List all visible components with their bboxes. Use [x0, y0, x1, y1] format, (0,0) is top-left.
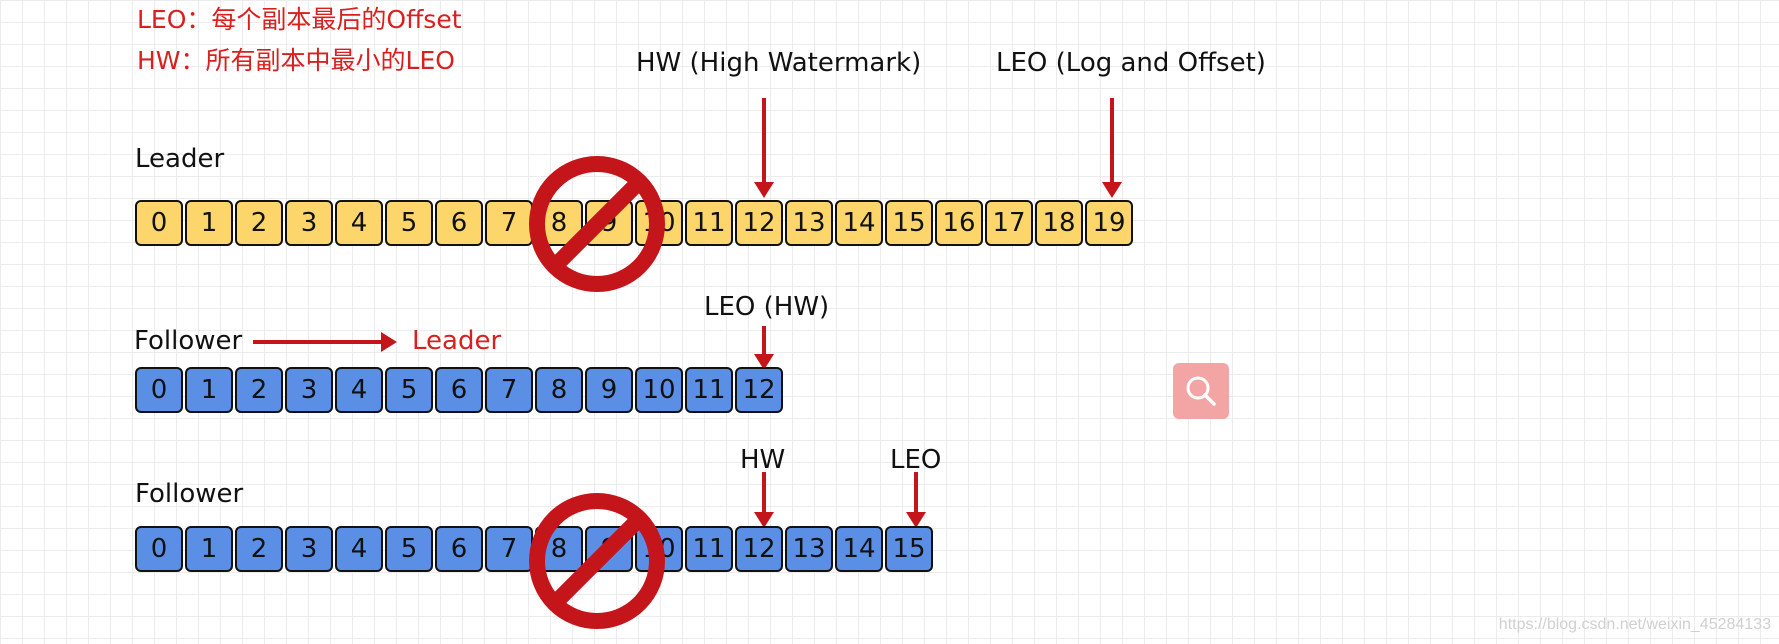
log-offset-cell: 6 [435, 200, 483, 246]
log-offset-cell: 17 [985, 200, 1033, 246]
leo-full-label: LEO (Log and Offset) [996, 48, 1266, 78]
follower-row-label-1: Follower [134, 326, 243, 356]
search-icon [1186, 376, 1216, 406]
log-offset-cell: 1 [185, 200, 233, 246]
log-offset-cell: 6 [435, 526, 483, 572]
log-offset-cell: 0 [135, 526, 183, 572]
log-offset-cell: 13 [785, 200, 833, 246]
log-offset-cell: 3 [285, 526, 333, 572]
log-offset-cell: 7 [485, 367, 533, 413]
log-offset-cell: 5 [385, 526, 433, 572]
log-offset-cell: 19 [1085, 200, 1133, 246]
log-offset-cell: 7 [485, 526, 533, 572]
leader-log-row: 012345678910111213141516171819 [135, 200, 1135, 246]
log-offset-cell: 0 [135, 200, 183, 246]
leo-definition-note: LEO：每个副本最后的Offset [137, 5, 462, 34]
log-offset-cell: 14 [835, 200, 883, 246]
log-offset-cell: 12 [735, 200, 783, 246]
leo-hw-label: LEO (HW) [704, 292, 830, 322]
follower-row-label-2: Follower [135, 479, 244, 509]
leo-short-label: LEO [890, 445, 942, 475]
log-offset-cell: 14 [835, 526, 883, 572]
prohibited-icon [529, 156, 665, 292]
log-offset-cell: 13 [785, 526, 833, 572]
follower-to-leader-arrow [253, 332, 397, 352]
log-offset-cell: 1 [185, 526, 233, 572]
log-offset-cell: 16 [935, 200, 983, 246]
log-offset-cell: 4 [335, 200, 383, 246]
log-offset-cell: 4 [335, 526, 383, 572]
log-offset-cell: 15 [885, 526, 933, 572]
hw-short-label: HW [740, 445, 786, 475]
log-offset-cell: 18 [1035, 200, 1083, 246]
log-offset-cell: 9 [585, 367, 633, 413]
log-offset-cell: 3 [285, 367, 333, 413]
log-offset-cell: 2 [235, 367, 283, 413]
log-offset-cell: 1 [185, 367, 233, 413]
follower-target-label: Leader [412, 326, 502, 356]
leo-hw-arrow [754, 326, 774, 370]
log-offset-cell: 6 [435, 367, 483, 413]
leo-follower2-arrow [906, 472, 926, 528]
leader-row-label: Leader [135, 144, 225, 174]
hw-arrow [754, 98, 774, 198]
hw-full-label: HW (High Watermark) [636, 48, 922, 78]
log-offset-cell: 10 [635, 367, 683, 413]
log-offset-cell: 5 [385, 200, 433, 246]
log-offset-cell: 11 [685, 200, 733, 246]
log-offset-cell: 7 [485, 200, 533, 246]
log-offset-cell: 3 [285, 200, 333, 246]
log-offset-cell: 8 [535, 367, 583, 413]
log-offset-cell: 11 [685, 367, 733, 413]
prohibited-icon [529, 493, 665, 629]
hw-follower2-arrow [754, 472, 774, 528]
watermark: https://blog.csdn.net/weixin_45284133 [1498, 616, 1771, 633]
log-offset-cell: 0 [135, 367, 183, 413]
leo-arrow [1102, 98, 1122, 198]
log-offset-cell: 12 [735, 526, 783, 572]
search-button[interactable] [1173, 363, 1229, 419]
follower2-log-row: 0123456789101112131415 [135, 526, 935, 572]
log-offset-cell: 11 [685, 526, 733, 572]
log-offset-cell: 2 [235, 526, 283, 572]
log-offset-cell: 4 [335, 367, 383, 413]
log-offset-cell: 2 [235, 200, 283, 246]
log-offset-cell: 15 [885, 200, 933, 246]
log-offset-cell: 5 [385, 367, 433, 413]
hw-definition-note: HW：所有副本中最小的LEO [137, 46, 455, 75]
log-offset-cell: 12 [735, 367, 783, 413]
